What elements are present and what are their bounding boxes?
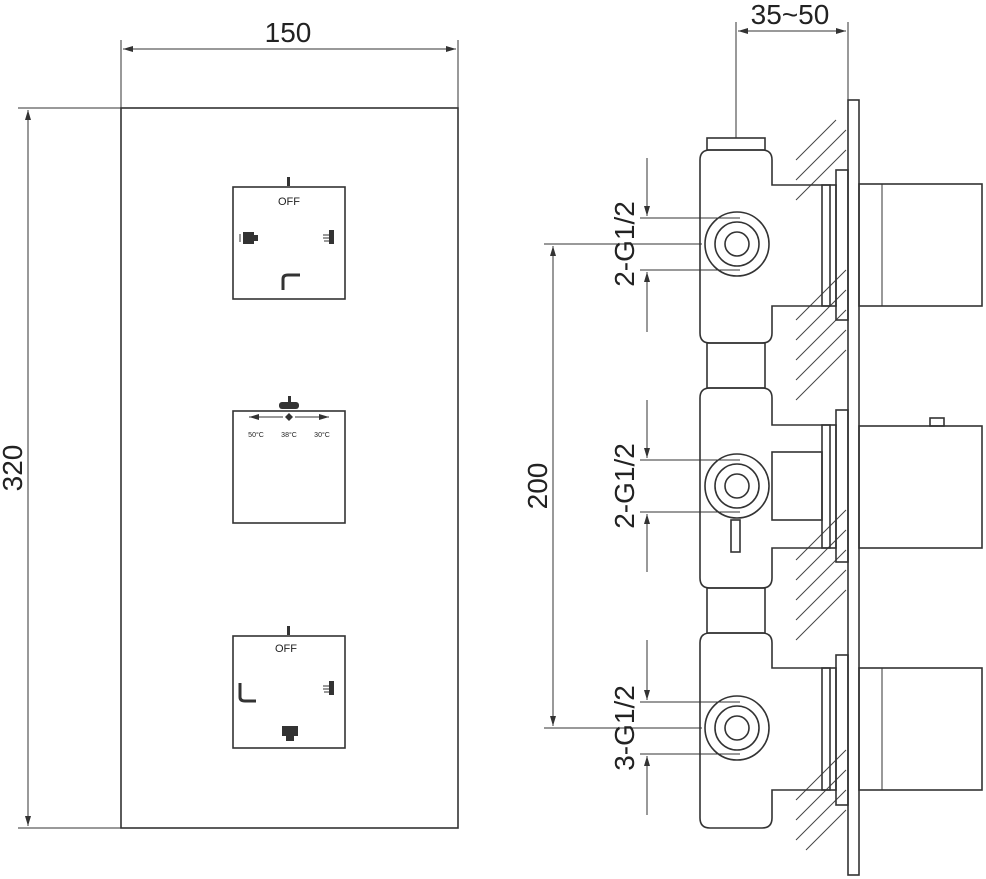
middle-thread-label: 2-G1/2: [609, 443, 640, 529]
hand-shower-icon: [323, 681, 334, 695]
top-diverter-control: OFF: [232, 177, 346, 300]
temp-label-50: 50°C: [248, 431, 264, 439]
thermostatic-control: 50°C 38°C 30°C: [232, 396, 346, 524]
bottom-thread-label: 3-G1/2: [609, 685, 640, 771]
spacing-dimension-label: 200: [522, 463, 553, 510]
bath-spout-icon: [281, 273, 300, 290]
depth-dimension-label: 35~50: [751, 0, 830, 30]
lower-connector: [706, 587, 766, 634]
width-dimension-label: 150: [265, 17, 312, 48]
hand-shower-icon: [323, 230, 334, 244]
bottom-thread-dimension: 3-G1/2: [609, 640, 740, 815]
wall-plate: [847, 99, 860, 876]
bottom-handle: [858, 667, 983, 791]
middle-handle: [858, 425, 983, 549]
top-control-indicator: [287, 177, 290, 186]
thermostat-knob-tab: [279, 402, 299, 409]
top-off-label: OFF: [278, 196, 300, 208]
wall-hatching: [795, 119, 847, 851]
top-valve-body: [699, 137, 983, 344]
front-view: 150 320 OFF: [0, 17, 459, 829]
bath-spout-icon: [238, 683, 256, 703]
top-thread-label: 2-G1/2: [609, 201, 640, 287]
bottom-diverter-control: OFF: [232, 626, 346, 749]
height-dimension-label: 320: [0, 445, 28, 492]
top-thread-dimension: 2-G1/2: [609, 158, 740, 332]
middle-thread-dimension: 2-G1/2: [609, 400, 740, 572]
temp-label-38: 38°C: [281, 431, 297, 439]
temperature-marker-icon: [285, 413, 293, 421]
cover-plate: [120, 107, 459, 829]
overhead-shower-icon: [282, 726, 298, 741]
side-view: 35~50 200: [522, 0, 983, 876]
overhead-shower-icon: [239, 232, 258, 244]
top-handle: [858, 183, 983, 307]
bottom-valve-body: [699, 632, 983, 829]
bottom-off-label: OFF: [275, 643, 297, 655]
middle-valve-body: [699, 387, 983, 589]
temp-label-30: 30°C: [314, 431, 330, 439]
bottom-control-indicator: [287, 626, 290, 635]
upper-connector: [706, 342, 766, 389]
